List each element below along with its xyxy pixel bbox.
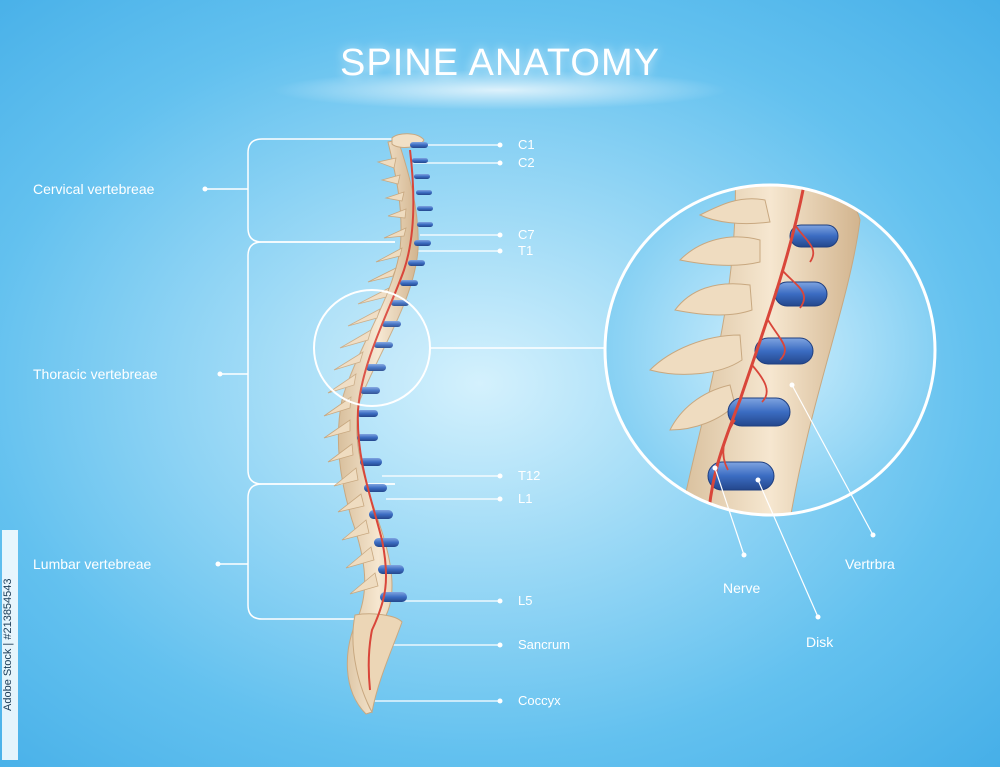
title-glow [270, 70, 730, 110]
diagram-title: SPINE ANATOMY [340, 42, 660, 84]
sacrum-shape [352, 613, 403, 714]
c1-label: C1 [518, 137, 535, 152]
thoracic-label: Thoracic vertebreae [33, 366, 158, 382]
zoom-callouts [714, 384, 874, 618]
disk-label: Disk [806, 634, 834, 650]
lumbar-label: Lumbar vertebreae [33, 556, 152, 572]
l5-label: L5 [518, 593, 533, 608]
spinous-processes [323, 157, 407, 595]
cervical-bracket [247, 138, 395, 243]
spinal-nerve [356, 149, 415, 691]
nerve-leader [714, 467, 745, 556]
c2-label: C2 [518, 155, 535, 170]
level-leaders [372, 144, 500, 702]
highlight-circle [313, 289, 431, 407]
thoracic-bracket [247, 241, 395, 485]
lumbar-dot [215, 561, 221, 567]
cervical-dot [202, 186, 208, 192]
coccyx-label: Coccyx [518, 693, 561, 708]
region-brackets [205, 138, 395, 620]
disk-leader [757, 479, 819, 618]
nerve-label: Nerve [723, 580, 761, 596]
zoom-view [603, 183, 937, 517]
spine-disks [357, 142, 433, 602]
t1-label: T1 [518, 243, 534, 258]
c7-label: C7 [518, 227, 535, 242]
spine-column [323, 133, 433, 715]
lumbar-bracket [247, 483, 395, 620]
sacrum-label: Sancrum [518, 637, 571, 652]
vertebra-label: Vertrbra [845, 556, 895, 572]
stock-id-watermark: Adobe Stock | #213854543 [2, 530, 18, 760]
thoracic-dot [217, 371, 223, 377]
cervical-label: Cervical vertebreae [33, 181, 155, 197]
l1-label: L1 [518, 491, 533, 506]
t12-label: T12 [518, 468, 541, 483]
vertebra-leader [791, 384, 874, 536]
